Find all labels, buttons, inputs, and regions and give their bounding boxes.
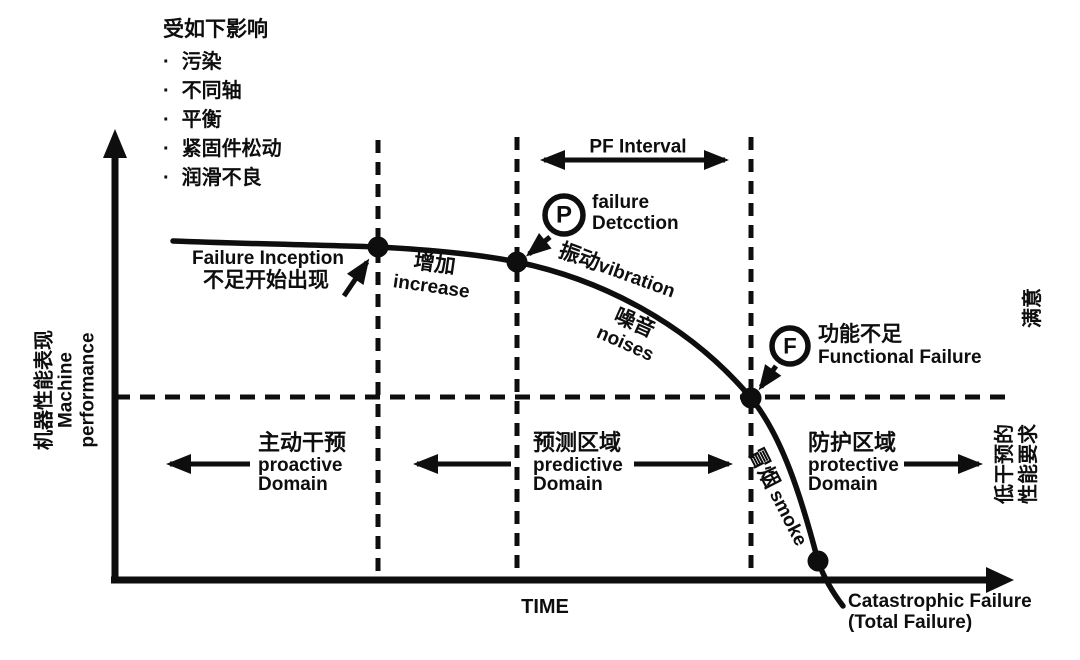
f-circle-letter: F: [783, 333, 797, 359]
influence-list: 受如下影响 污染 不同轴 平衡 紧固件松动 润滑不良: [163, 18, 282, 193]
y-axis-arrowhead: [103, 129, 127, 158]
y-axis-label-en2: performance: [77, 332, 99, 448]
protective-domain-en2: Domain: [808, 474, 878, 495]
p-point: [506, 251, 528, 273]
y-axis-label-en1: Machine: [55, 351, 77, 429]
functional-failure-label: 功能不足 Functional Failure: [818, 323, 982, 368]
catastrophic-failure-label: Catastrophic Failure (Total Failure): [848, 591, 1032, 634]
proactive-domain-label: 主动干预 proactive Domain: [258, 430, 346, 494]
influence-item: 平衡: [163, 106, 282, 135]
f-point: [740, 387, 762, 409]
failure-inception-label: Failure Inception 不足开始出现: [192, 248, 345, 293]
inception-point: [367, 236, 389, 258]
catastrophic-line1: Catastrophic Failure: [848, 591, 1032, 612]
y-axis-label: 机器性能表现 Machine performance: [34, 330, 99, 450]
pf-interval-label: PF Interval: [589, 136, 687, 158]
f-circle: [769, 325, 811, 367]
f-arrow: [758, 364, 782, 391]
inception-arrow: [341, 258, 370, 298]
requirement-line2: 性能要求: [1018, 424, 1040, 504]
functional-failure-en: Functional Failure: [818, 346, 982, 368]
influence-item: 紧固件松动: [163, 135, 282, 164]
influence-item: 不同轴: [163, 77, 282, 106]
x-axis-arrowhead: [986, 567, 1014, 593]
catastrophic-line2: (Total Failure): [848, 612, 973, 634]
satisfied-label: 满意: [1021, 288, 1044, 328]
x-axis-label: TIME: [521, 595, 569, 618]
p-arrow: [525, 233, 552, 257]
influence-item: 润滑不良: [163, 164, 282, 193]
influence-list-title: 受如下影响: [163, 18, 268, 41]
functional-failure-zh: 功能不足: [818, 323, 902, 346]
failure-detection-label: failure Detcction: [592, 192, 679, 235]
failure-detection-line2: Detcction: [592, 213, 679, 235]
p-circle-letter: P: [555, 201, 573, 229]
influence-item: 污染: [163, 48, 282, 77]
proactive-domain-en2: Domain: [258, 474, 328, 495]
proactive-domain-zh: 主动干预: [258, 430, 347, 455]
protective-domain-en1: protective: [808, 455, 899, 476]
p-circle: [542, 193, 586, 237]
failure-inception-en: Failure Inception: [192, 248, 345, 269]
catastrophic-point: [807, 550, 829, 572]
predictive-domain-en2: Domain: [533, 474, 603, 495]
failure-detection-line1: failure: [592, 192, 650, 213]
performance-requirement-label: 低干预的 性能要求: [993, 424, 1041, 504]
protective-domain-zh: 防护区域: [808, 430, 897, 455]
performance-curve: [170, 238, 846, 609]
protective-domain-label: 防护区域 protective Domain: [808, 430, 899, 494]
requirement-line1: 低干预的: [994, 424, 1016, 504]
influence-items: 污染 不同轴 平衡 紧固件松动 润滑不良: [163, 48, 282, 193]
failure-inception-zh: 不足开始出现: [203, 269, 329, 293]
predictive-domain-en1: predictive: [533, 455, 623, 476]
predictive-domain-label: 预测区域 predictive Domain: [533, 430, 623, 494]
proactive-domain-en1: proactive: [258, 455, 343, 476]
predictive-domain-zh: 预测区域: [533, 430, 622, 455]
y-axis-label-zh: 机器性能表现: [33, 330, 56, 450]
